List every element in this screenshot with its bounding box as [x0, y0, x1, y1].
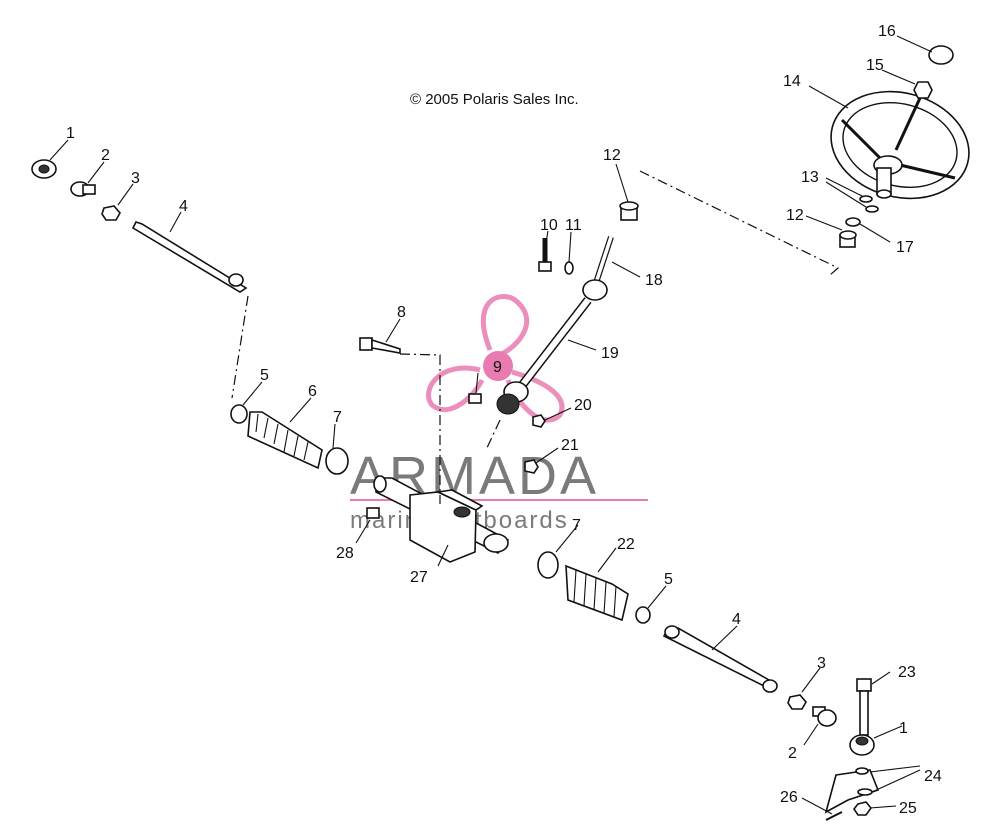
callout-27: 27	[410, 569, 428, 586]
rod-end-1-lower	[849, 734, 875, 756]
callout-23: 23	[898, 664, 916, 681]
callout-19: 19	[601, 345, 619, 362]
callout-3-lower: 3	[817, 655, 826, 672]
callout-2-lower: 2	[788, 745, 797, 762]
callout-1-upper: 1	[66, 125, 75, 142]
nut-3-upper	[101, 205, 121, 221]
callout-7-lower: 7	[572, 517, 581, 534]
callout-5-upper: 5	[260, 367, 269, 384]
callout-8: 8	[397, 304, 406, 321]
bushing-12-upper	[619, 201, 639, 221]
callout-26: 26	[780, 789, 798, 806]
callout-12-lower: 12	[786, 207, 804, 224]
washers-13-17	[845, 195, 879, 227]
clamp-5-lower	[635, 606, 651, 624]
callout-4-upper: 4	[179, 198, 188, 215]
clamp-5-upper	[230, 404, 248, 424]
leader-lines	[49, 35, 933, 815]
rod-end-1-upper	[31, 159, 57, 179]
nut-3-lower	[787, 694, 807, 710]
bolt-28	[366, 507, 380, 519]
callout-24: 24	[924, 768, 942, 785]
callout-28: 28	[336, 545, 354, 562]
callout-18: 18	[645, 272, 663, 289]
steering-rack	[373, 475, 510, 563]
callout-5-lower: 5	[664, 571, 673, 588]
cotter-pin-26	[825, 811, 843, 821]
jam-nut-2-lower	[812, 706, 837, 727]
callout-21: 21	[561, 437, 579, 454]
jam-nut-2-upper	[70, 181, 96, 197]
callout-14: 14	[783, 73, 801, 90]
callout-1-lower: 1	[899, 720, 908, 737]
bolt-8-link	[399, 353, 441, 504]
clamp-7-lower	[537, 551, 559, 579]
callout-labels: 1 2 3 4 5 6 7 8 9 10 11 12 13 14 15 16 1…	[66, 23, 942, 817]
tie-rod-upper-link	[231, 295, 249, 399]
tie-rod-4-upper	[131, 221, 248, 293]
bolt-10	[538, 238, 552, 272]
callout-13: 13	[801, 169, 819, 186]
nut-15	[913, 81, 933, 99]
callout-20: 20	[574, 397, 592, 414]
callout-3-upper: 3	[131, 170, 140, 187]
callout-22: 22	[617, 536, 635, 553]
callout-2-upper: 2	[101, 147, 110, 164]
callout-7-upper: 7	[333, 409, 342, 426]
callout-6: 6	[308, 383, 317, 400]
nut-20	[532, 414, 546, 428]
boot-6	[247, 411, 323, 470]
tie-rod-4-lower	[662, 625, 778, 693]
shaft-link	[485, 419, 501, 451]
logo-hub	[483, 351, 513, 381]
callout-15: 15	[866, 57, 884, 74]
spindle-bracket-24	[824, 767, 880, 814]
bolt-23	[856, 678, 872, 736]
bushing-12-link	[639, 170, 840, 276]
callout-12-upper: 12	[603, 147, 621, 164]
callout-17: 17	[896, 239, 914, 256]
bolt-8	[359, 337, 401, 354]
copyright-text: © 2005 Polaris Sales Inc.	[410, 91, 579, 108]
steering-wheel	[830, 90, 970, 200]
washer-11	[564, 261, 574, 275]
bolt-9	[468, 393, 482, 404]
clamp-7-upper	[325, 447, 349, 475]
callout-11: 11	[565, 217, 582, 234]
cap-16	[928, 45, 954, 65]
callout-25: 25	[899, 800, 917, 817]
nut-21	[524, 459, 539, 474]
callout-16: 16	[878, 23, 896, 40]
steering-shaft	[496, 236, 614, 415]
callout-9: 9	[493, 359, 502, 376]
callout-10: 10	[540, 217, 558, 234]
nut-25	[853, 801, 873, 816]
callout-4-lower: 4	[732, 611, 741, 628]
boot-22	[565, 564, 629, 622]
bushing-12-lower	[839, 230, 857, 248]
